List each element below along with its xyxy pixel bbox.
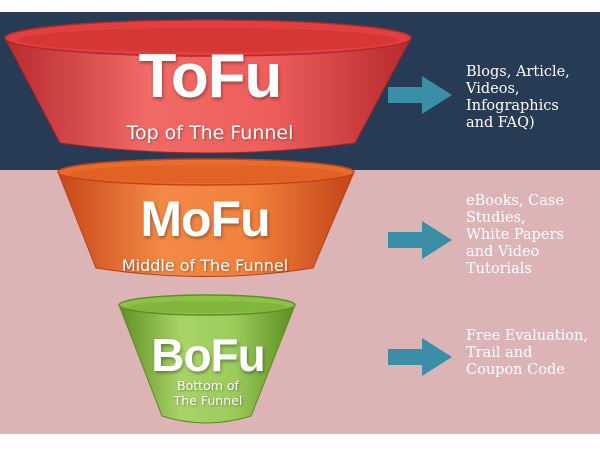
mofu-description: eBooks, Case Studies, White Papers and V… bbox=[466, 193, 564, 277]
tofu-title: ToFu bbox=[138, 42, 283, 111]
arrow-right-icon bbox=[388, 338, 452, 376]
bofu-title: BoFu bbox=[151, 329, 266, 381]
arrow-right-icon bbox=[388, 221, 452, 259]
tofu-subtitle: Top of The Funnel bbox=[126, 122, 294, 144]
bofu-description: Free Evaluation, Trail and Coupon Code bbox=[466, 328, 588, 378]
mofu-title: MoFu bbox=[140, 191, 270, 247]
bofu-subtitle: Bottom of The Funnel bbox=[173, 378, 243, 408]
mofu-segment bbox=[57, 158, 355, 277]
top-rule bbox=[0, 8, 600, 11]
bofu-segment bbox=[118, 294, 296, 424]
bottom-rule bbox=[0, 436, 600, 439]
arrow-right-icon bbox=[388, 76, 452, 114]
tofu-segment bbox=[4, 19, 412, 154]
tofu-description: Blogs, Article, Videos, Infographics and… bbox=[466, 64, 570, 131]
mofu-subtitle: Middle of The Funnel bbox=[121, 256, 289, 275]
